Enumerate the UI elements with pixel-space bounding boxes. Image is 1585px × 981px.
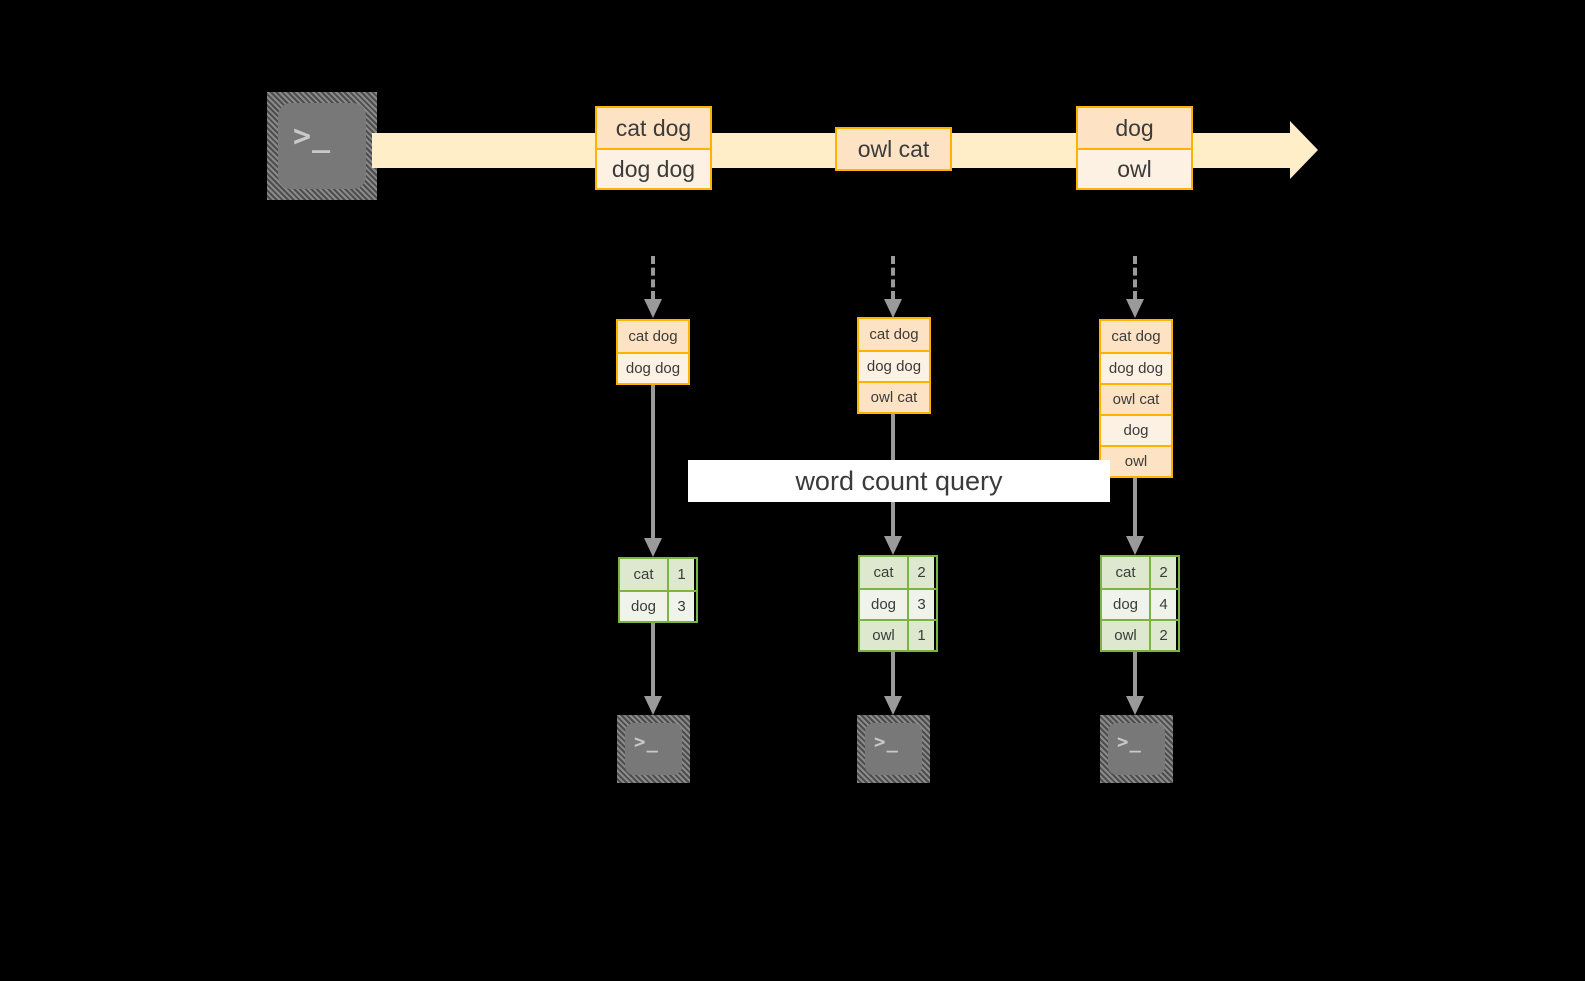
timeline-batch-2: owl cat	[835, 127, 952, 171]
record-cell: owl	[1101, 445, 1171, 476]
result-word: owl	[860, 621, 907, 650]
timeline-batch-1: cat dog dog dog	[595, 106, 712, 190]
query-label: word count query	[688, 460, 1110, 502]
terminal-screen	[625, 723, 682, 775]
record-cell: owl cat	[859, 381, 929, 412]
record-cell: dog dog	[859, 350, 929, 381]
result-count: 3	[907, 590, 934, 619]
timeline-batch-3: dog owl	[1076, 106, 1193, 190]
record-cell: cat dog	[859, 319, 929, 350]
result-count: 2	[1149, 621, 1176, 650]
result-count: 2	[907, 557, 934, 588]
query-label-text: word count query	[795, 465, 1003, 496]
result-table-column-2: cat 2 dog 3 owl 1	[858, 555, 938, 652]
terminal-prompt-glyph: >_	[874, 731, 899, 753]
result-count: 3	[667, 592, 694, 621]
table-row: cat 2	[860, 557, 936, 588]
table-row: cat 1	[620, 559, 696, 590]
sink-terminal-column-3: >_	[1100, 715, 1173, 783]
terminal-screen	[278, 103, 366, 189]
record-cell: dog	[1101, 414, 1171, 445]
result-count: 1	[907, 621, 934, 650]
result-word: dog	[620, 592, 667, 621]
result-word: cat	[860, 557, 907, 588]
accumulated-records-column-3: cat dog dog dog owl cat dog owl	[1099, 319, 1173, 478]
terminal-prompt-glyph: >_	[634, 731, 659, 753]
timeline-arrow-head	[1290, 121, 1318, 179]
terminal-screen	[865, 723, 922, 775]
terminal-screen	[1108, 723, 1165, 775]
result-word: cat	[1102, 557, 1149, 588]
record-cell: owl	[1078, 148, 1191, 188]
result-word: cat	[620, 559, 667, 590]
record-cell: cat dog	[618, 321, 688, 352]
result-table-column-3: cat 2 dog 4 owl 2	[1100, 555, 1180, 652]
table-row: owl 2	[1102, 619, 1178, 650]
sink-terminal-column-1: >_	[617, 715, 690, 783]
sink-terminal-column-2: >_	[857, 715, 930, 783]
result-word: dog	[860, 590, 907, 619]
table-row: dog 3	[620, 590, 696, 621]
record-cell: cat dog	[1101, 321, 1171, 352]
table-row: cat 2	[1102, 557, 1178, 588]
result-count: 2	[1149, 557, 1176, 588]
accumulated-records-column-2: cat dog dog dog owl cat	[857, 317, 931, 414]
record-cell: dog dog	[597, 148, 710, 188]
record-cell: owl cat	[837, 129, 950, 169]
table-row: dog 3	[860, 588, 936, 619]
table-row: owl 1	[860, 619, 936, 650]
record-cell: cat dog	[597, 108, 710, 148]
record-cell: owl cat	[1101, 383, 1171, 414]
table-row: dog 4	[1102, 588, 1178, 619]
result-word: owl	[1102, 621, 1149, 650]
result-count: 1	[667, 559, 694, 590]
record-cell: dog dog	[618, 352, 688, 383]
record-cell: dog	[1078, 108, 1191, 148]
record-cell: dog dog	[1101, 352, 1171, 383]
result-count: 4	[1149, 590, 1176, 619]
terminal-prompt-glyph: >_	[1117, 731, 1142, 753]
terminal-prompt-glyph: >_	[293, 119, 332, 154]
result-word: dog	[1102, 590, 1149, 619]
accumulated-records-column-1: cat dog dog dog	[616, 319, 690, 385]
source-terminal-icon: >_	[267, 92, 377, 200]
result-table-column-1: cat 1 dog 3	[618, 557, 698, 623]
